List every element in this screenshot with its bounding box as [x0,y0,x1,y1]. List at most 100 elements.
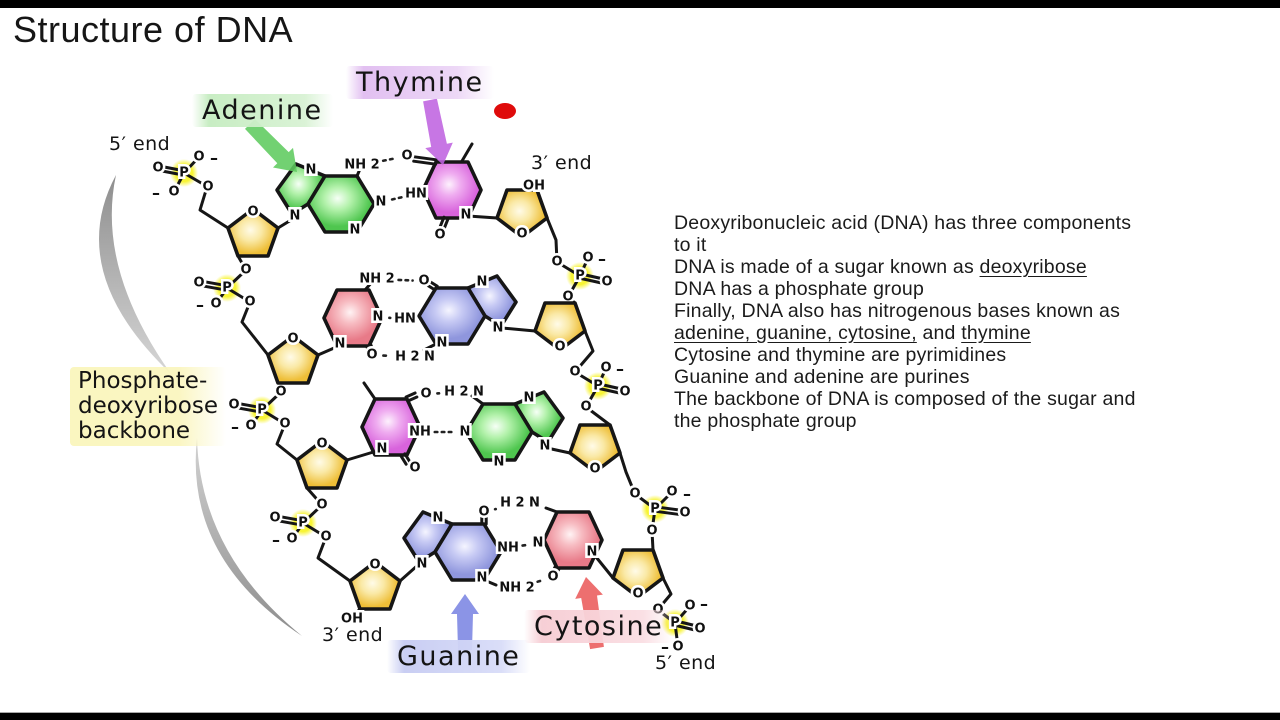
svg-text:P: P [298,516,308,531]
svg-text:O: O [478,505,489,520]
backbone-bond [198,185,230,230]
svg-text:P: P [222,281,232,296]
sugar-deoxyribose: O [348,555,402,611]
svg-text:O: O [418,274,429,289]
svg-text:O: O [279,417,290,432]
svg-text:N: N [587,545,598,560]
backbone-label-line: deoxyribose [78,393,218,419]
svg-text:HN: HN [405,187,427,202]
backbone-bond [276,215,298,230]
label-adenine: Adenine [192,94,333,127]
hydroxyl-label: OH [521,176,548,196]
svg-text:–: – [700,595,708,614]
svg-text:O: O [554,340,565,355]
svg-text:N: N [350,223,361,238]
svg-text:O: O [193,276,204,291]
backbone-bond [584,405,612,427]
svg-text:O: O [619,385,630,400]
sugar-deoxyribose: O [295,434,349,490]
backbone-bond [618,451,637,496]
info-line: DNA is made of a sugar known as deoxyrib… [674,256,1087,278]
svg-text:O: O [401,149,412,164]
info-line: Cytosine and thymine are pyrimidines [674,344,1007,366]
hydrogen-bond: NH 2 O [342,146,415,175]
svg-text:O: O [629,487,640,502]
svg-text:O: O [193,150,204,165]
svg-text:N: N [477,571,488,586]
svg-text:O: O [516,227,527,242]
info-line: Finally, DNA also has nitrogenous bases … [674,300,1121,322]
label-5-prime-end-top: 5′ end [109,133,171,155]
adenine-arrow [245,119,297,172]
info-line: Deoxyribonucleic acid (DNA) has three co… [674,212,1132,234]
backbone-bond [316,535,352,583]
backbone-bond [500,326,537,333]
phosphate-group: OO–OOP [226,382,293,439]
svg-text:N: N [494,455,505,470]
svg-text:O: O [244,295,255,310]
svg-text:NH 2: NH 2 [344,158,379,173]
svg-text:O: O [551,255,562,270]
svg-text:O: O [316,437,327,452]
backbone-brace-curve [98,175,171,374]
svg-text:O: O [228,398,239,413]
svg-text:–: – [598,250,606,269]
svg-text:N: N [290,209,301,224]
svg-text:P: P [593,379,603,394]
svg-text:–: – [196,296,204,315]
bottom-letterbox-bar [0,712,1280,720]
hydrogen-bond: NHN [373,184,429,212]
svg-text:–: – [683,485,691,504]
svg-text:O: O [369,558,380,573]
svg-text:NH 2: NH 2 [359,272,394,287]
svg-text:N: N [437,336,448,351]
svg-text:–: – [272,531,280,550]
hydrogen-bond: OH 2 N [476,493,542,522]
svg-text:O: O [434,228,445,243]
label-thymine: Thymine [346,66,494,99]
svg-text:HN: HN [394,312,416,327]
svg-text:O: O [269,511,280,526]
page-title: Structure of DNA [13,9,294,50]
label-3-prime-end-top: 3′ end [531,152,593,174]
hydrogen-bond: N HN [370,307,418,329]
backbone-bond [240,300,270,357]
svg-text:O: O [275,385,286,400]
base-adenine: NNN [275,160,376,240]
svg-text:P: P [257,403,267,418]
laser-pointer-dot [494,103,516,119]
svg-text:O: O [152,161,163,176]
backbone-bond [658,576,673,609]
svg-text:N: N [433,511,444,526]
svg-text:O: O [679,506,690,521]
svg-text:N: N [524,391,535,406]
sugar-deoxyribose: O [266,329,320,385]
svg-text:N: N [373,310,384,325]
svg-text:O: O [316,498,327,513]
backbone-bond [398,563,420,583]
svg-text:O: O [247,205,258,220]
svg-text:O: O [580,400,591,415]
backbone-label-line: Phosphate- [78,368,208,394]
svg-text:N: N [461,208,472,223]
base-thymine: NO [360,381,423,478]
svg-text:O: O [569,365,580,380]
svg-text:N: N [460,425,471,440]
backbone-label-line: backbone [78,418,191,444]
phosphate-group: O–OO–OP [150,146,221,205]
svg-text:NH: NH [409,425,431,440]
svg-text:O: O [202,180,213,195]
svg-text:O: O [547,570,558,585]
backbone-bond [466,214,499,220]
label-3-prime-end-bottom: 3′ end [322,624,384,646]
backbone-bond [545,446,572,455]
svg-text:NH: NH [497,541,519,556]
backbone-bond [573,329,595,374]
backbone-bond [305,486,324,507]
svg-text:–: – [616,360,624,379]
svg-text:O: O [632,587,643,602]
